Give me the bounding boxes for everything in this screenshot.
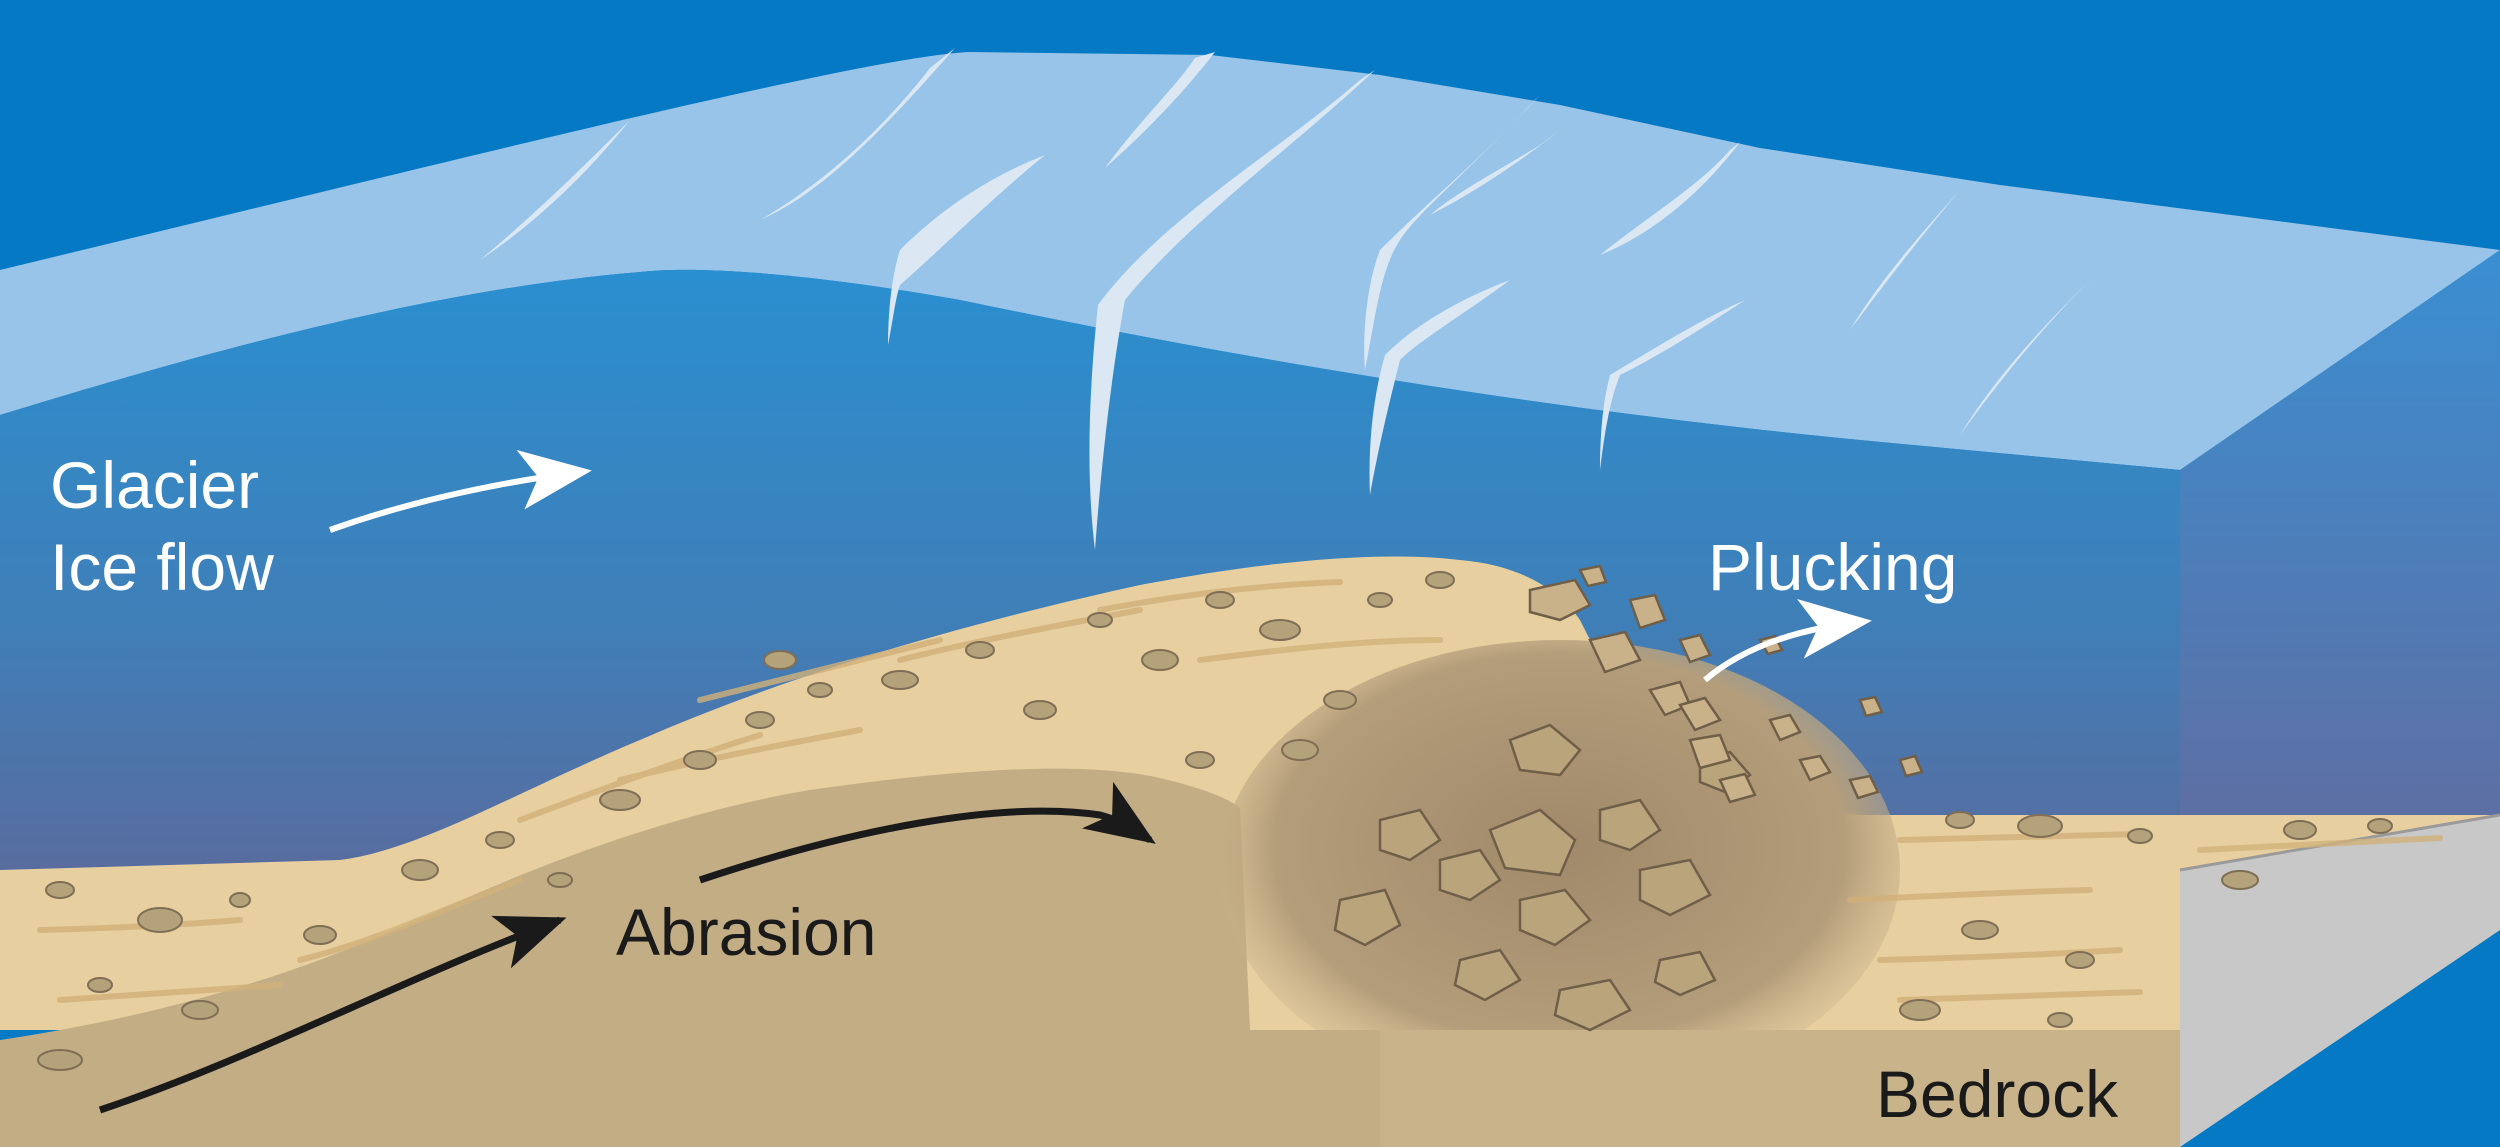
ice-fragments <box>1528 564 1924 804</box>
crevasse-3 <box>1105 52 1215 168</box>
bedrock-hump <box>0 768 1250 1090</box>
glacier-label-line1: Glacier <box>50 448 259 522</box>
crevasses <box>480 48 2095 550</box>
clasts <box>37 571 2393 1071</box>
glacier-side-face <box>2180 250 2500 815</box>
crevasse-1 <box>760 48 955 220</box>
abrasion-arrow-upper <box>698 781 1156 884</box>
arrows <box>98 449 1872 1114</box>
ice-flow-arrow <box>328 449 592 533</box>
plucking-label: Plucking <box>1708 530 1957 604</box>
glacier-label-line2: Ice flow <box>50 530 274 604</box>
bedrock-side-face <box>2180 815 2500 1147</box>
abrasion-label: Abrasion <box>616 895 877 969</box>
bedrock-label: Bedrock <box>1876 1057 2119 1131</box>
crevasse-2 <box>888 155 1045 345</box>
abrasion-arrow-lower <box>98 915 567 1114</box>
crevasse-7 <box>1430 130 1560 215</box>
plucked-blocks <box>1333 723 1752 1032</box>
crevasse-6 <box>1369 280 1510 495</box>
glacier-surface <box>0 52 2500 470</box>
plucking-arrow <box>1703 599 1872 683</box>
bedrock-front-face <box>1380 1030 2180 1147</box>
crevasse-5 <box>1364 95 1540 370</box>
